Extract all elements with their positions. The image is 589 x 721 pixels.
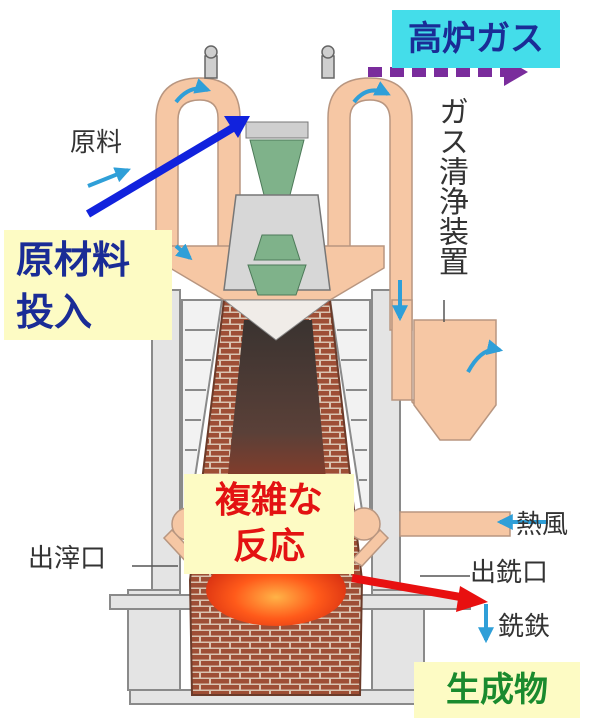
raw-material-input-line2: 投入	[16, 290, 93, 334]
pig-iron-label: 銑鉄	[498, 612, 551, 642]
gas-cleaning-label: ガス清浄装置	[433, 96, 468, 276]
product-arrowhead	[456, 586, 488, 612]
gas-flow-arrows	[87, 78, 548, 644]
stair-structure	[181, 299, 371, 511]
leader-lines	[132, 300, 470, 577]
top-valves	[204, 45, 335, 79]
blast-furnace-gas-callout: 高炉ガス	[392, 10, 560, 68]
charging-hopper	[222, 121, 332, 341]
product-arrow	[351, 574, 467, 602]
raw-material-label: 原料	[70, 128, 123, 158]
raw-material-input-arrowhead	[224, 116, 250, 138]
raw-material-input-arrow	[85, 122, 239, 218]
hot-blast-label: 熱風	[516, 510, 569, 540]
product-callout: 生成物	[414, 662, 580, 718]
slag-outlet-label: 出滓口	[28, 544, 107, 574]
complex-reaction-callout: 複雑な 反応	[184, 474, 354, 574]
raw-material-input-callout: 原材料 投入	[4, 230, 172, 340]
complex-reaction-line2: 反応	[232, 526, 305, 567]
complex-reaction-line1: 複雑な	[214, 480, 323, 521]
raw-material-input-line1: 原材料	[16, 238, 131, 282]
tap-hole-label: 出銑口	[470, 558, 549, 588]
